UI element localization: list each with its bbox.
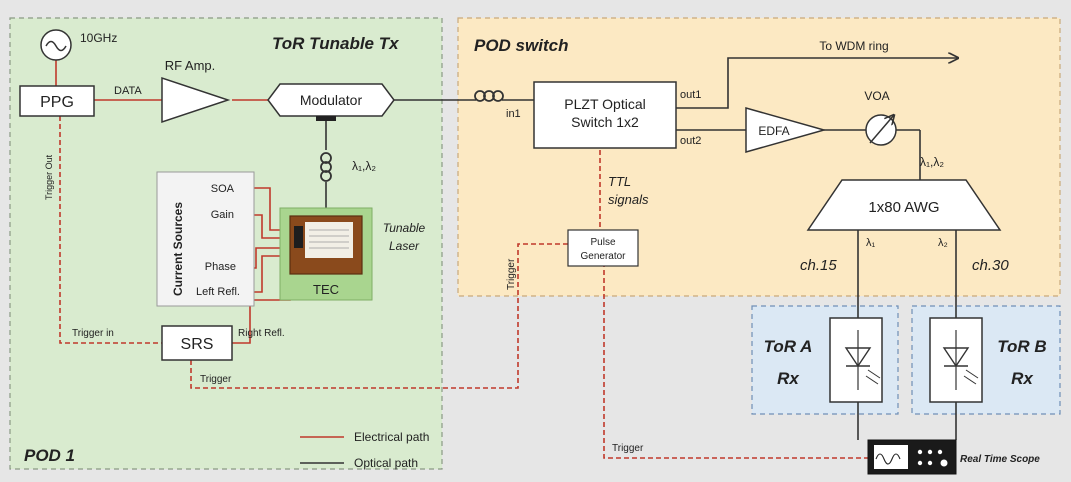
voa-label: VOA	[864, 89, 889, 103]
source-phase: Phase	[205, 261, 236, 273]
srs-block	[161, 325, 233, 361]
modulator-block	[267, 83, 395, 117]
ttl-label-2: signals	[608, 192, 649, 207]
legend-electrical-label: Electrical path	[354, 430, 429, 444]
source-left-refl: Left Refl.	[196, 286, 240, 298]
to-wdm-label: To WDM ring	[819, 39, 888, 53]
oscillator-frequency: 10GHz	[80, 31, 117, 45]
modulator-electrode	[316, 116, 336, 121]
ttl-label-1: TTL	[608, 174, 631, 189]
legend-optical-label: Optical path	[354, 456, 418, 470]
pod-switch-region	[457, 17, 1061, 297]
plzt-switch-block	[533, 81, 677, 149]
rf-amplifier-icon	[161, 76, 231, 124]
modulator-label: Modulator	[300, 92, 363, 108]
plzt-switch-label-2: Switch 1x2	[571, 114, 639, 130]
tor-b-label-1: ToR B	[997, 337, 1046, 356]
pulse-generator-block	[567, 229, 639, 267]
in1-label: in1	[506, 108, 521, 120]
awg-block	[806, 179, 1002, 231]
tor-a-label-1: ToR A	[764, 337, 813, 356]
tunable-laser-label-1: Tunable	[383, 221, 426, 235]
plzt-switch-label-1: PLZT Optical	[564, 96, 645, 112]
pod1-title: POD 1	[24, 446, 75, 465]
pulse-generator-label-1: Pulse	[590, 237, 615, 248]
fiber-coil-horizontal	[474, 90, 504, 102]
pulse-generator-label-2: Generator	[580, 251, 626, 262]
ch15-label: ch.15	[800, 257, 837, 274]
lambda-pair-label: λ₁,λ₂	[352, 159, 376, 173]
ppg-block	[19, 85, 95, 117]
ch30-label: ch.30	[972, 257, 1009, 274]
laser-chip-label	[305, 222, 353, 258]
scope-label: Real Time Scope	[960, 454, 1040, 465]
optical-paths	[325, 58, 958, 440]
pulse-scope-trigger-label: Trigger	[612, 443, 644, 454]
lambda1-label: λ₁	[866, 237, 876, 249]
right-refl-label: Right Refl.	[238, 328, 285, 339]
edfa-amplifier-icon	[745, 107, 827, 153]
current-sources-panel	[156, 171, 255, 307]
tec-label: TEC	[313, 282, 339, 297]
edfa-label: EDFA	[758, 124, 789, 138]
source-gain: Gain	[211, 209, 234, 221]
tor-a-receiver	[829, 317, 883, 403]
tor-b-label-2: Rx	[1011, 369, 1034, 388]
out1-label: out1	[680, 89, 701, 101]
pulse-trigger-label: Trigger	[506, 258, 517, 290]
tunable-laser-label-2: Laser	[389, 239, 420, 253]
ppg-label: PPG	[40, 94, 74, 111]
trigger-in-label: Trigger in	[72, 328, 114, 339]
data-label: DATA	[114, 85, 142, 97]
pod-switch-title: POD switch	[474, 36, 568, 55]
srs-label: SRS	[181, 336, 214, 353]
lambda2-label: λ₂	[938, 237, 948, 249]
electrical-paths	[55, 60, 868, 459]
out2-label: out2	[680, 135, 701, 147]
source-soa: SOA	[211, 183, 235, 195]
trigger-out-label: Trigger Out	[44, 154, 54, 200]
lambda-pair2-label: λ₁,λ₂	[920, 155, 944, 169]
awg-label: 1x80 AWG	[868, 199, 939, 216]
current-sources-label: Current Sources	[171, 202, 185, 296]
srs-trigger-label: Trigger	[200, 374, 232, 385]
fiber-coil-vertical	[320, 152, 332, 182]
tor-a-label-2: Rx	[777, 369, 800, 388]
rf-amp-label: RF Amp.	[165, 58, 216, 73]
tor-tx-title: ToR Tunable Tx	[272, 34, 400, 53]
